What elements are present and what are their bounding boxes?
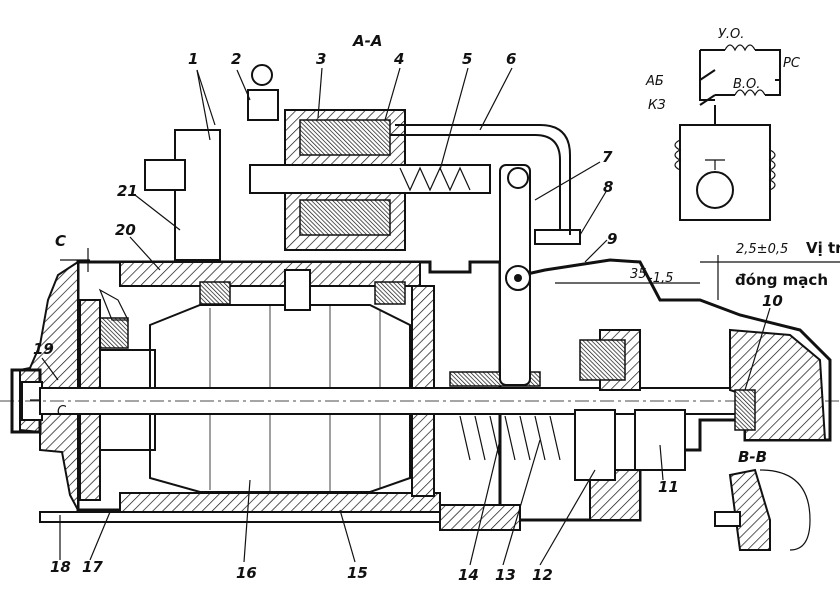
callout-2: 2 (231, 50, 241, 68)
callout-20: 20 (115, 221, 136, 239)
callout-18: 18 (50, 558, 71, 576)
schematic-label-kz: КЗ (648, 98, 666, 113)
section-label-aa: A-A (352, 32, 382, 50)
callout-17: 17 (82, 558, 103, 576)
callout-1: 1 (188, 50, 198, 68)
solenoid-relay (144, 64, 571, 261)
schematic-label-uo: У.О. (718, 27, 744, 42)
leader-lines (41, 67, 840, 566)
callout-10: 10 (762, 292, 783, 310)
dimension-stroke: 35 (630, 267, 647, 282)
callout-12: 12 (532, 566, 553, 584)
section-label-c-small: C (57, 404, 67, 419)
wiring-schematic (674, 44, 781, 221)
callout-9: 9 (607, 230, 617, 248)
callout-16: 16 (236, 564, 257, 582)
section-label-c: C (55, 232, 66, 250)
dimension-gap-note-2: đóng mạch (735, 271, 828, 289)
inset-bb-view (714, 468, 811, 551)
callout-3: 3 (316, 50, 326, 68)
rear-end-cover (10, 260, 79, 511)
callout-6: 6 (506, 50, 516, 68)
schematic-label-vo: В.О. (733, 77, 760, 92)
callout-5: 5 (462, 50, 472, 68)
dimension-gap: 2,5±0,5 (736, 242, 788, 257)
callout-13: 13 (495, 566, 516, 584)
callout-4: 4 (393, 50, 404, 68)
schematic-label-rs: РС (783, 56, 801, 71)
callout-21: 21 (117, 182, 138, 200)
callout-11: 11 (658, 478, 679, 496)
shift-lever (499, 164, 581, 386)
callout-8: 8 (603, 178, 613, 196)
callout-14: 14 (458, 566, 479, 584)
dimension-gap-note-1: Vị trí (806, 239, 840, 257)
callout-7: 7 (602, 148, 613, 166)
callout-19: 19 (33, 340, 54, 358)
section-label-bb: B-B (738, 448, 767, 466)
schematic-label-ab: АБ (645, 74, 664, 89)
armature-shaft (0, 387, 840, 415)
callout-15: 15 (347, 564, 368, 582)
dimension-stroke-tolerance: -1,5 (648, 271, 673, 286)
armature (149, 269, 411, 493)
